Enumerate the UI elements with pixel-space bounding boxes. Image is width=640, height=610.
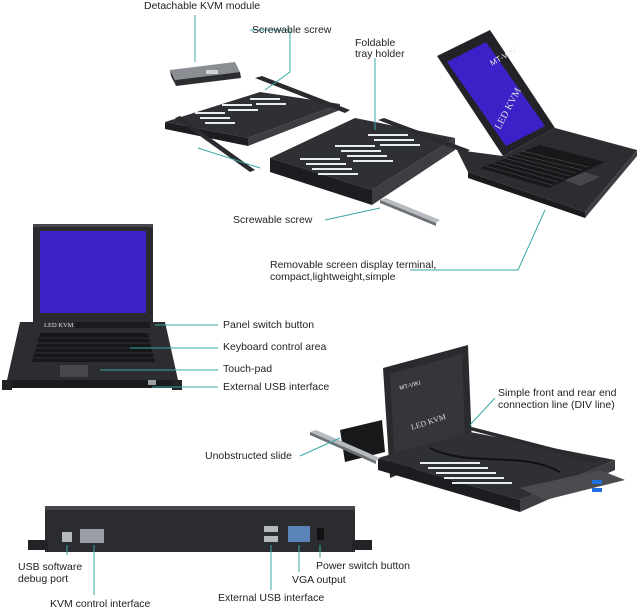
label-touch-pad: Touch-pad — [223, 363, 273, 375]
label-removable-screen-1: Removable screen display terminal, — [270, 259, 437, 271]
top-kvm-console — [437, 30, 637, 218]
label-vga-output: VGA output — [292, 574, 346, 586]
label-external-usb-interface-bottom: External USB interface — [218, 592, 325, 604]
label-simple-front-rear-2: connection line (DIV line) — [498, 399, 615, 411]
label-panel-switch-button: Panel switch button — [223, 319, 315, 331]
front-kvm-console — [2, 224, 182, 390]
callout-lines — [66, 15, 546, 595]
rear-kvm-module — [28, 506, 372, 552]
large-tray — [270, 118, 470, 226]
label-foldable-1: Foldable — [355, 37, 396, 49]
label-usb-software-2: debug port — [18, 573, 69, 585]
brand-text-side: MT-VIKI — [399, 380, 422, 391]
label-foldable-2: tray holder — [355, 48, 405, 60]
label-screwable-screw-bottom: Screwable screw — [233, 214, 313, 226]
small-tray — [165, 76, 350, 172]
led-kvm-text-mid: LED KVM — [44, 322, 74, 329]
label-simple-front-rear-1: Simple front and rear end — [498, 387, 617, 399]
label-removable-screen-2: compact,lightweight,simple — [270, 271, 396, 283]
label-detachable-kvm-module: Detachable KVM module — [144, 0, 261, 12]
label-keyboard-control-area: Keyboard control area — [223, 341, 327, 353]
label-kvm-control-interface: KVM control interface — [50, 598, 151, 610]
kvm-module — [170, 62, 241, 86]
side-kvm-console — [310, 345, 625, 512]
label-unobstructed-slide: Unobstructed slide — [205, 450, 292, 462]
label-screwable-screw-top: Screwable screw — [252, 24, 332, 36]
label-external-usb-interface-mid: External USB interface — [223, 381, 330, 393]
label-usb-software-1: USB software — [18, 561, 83, 573]
label-power-switch-button: Power switch button — [316, 560, 410, 572]
